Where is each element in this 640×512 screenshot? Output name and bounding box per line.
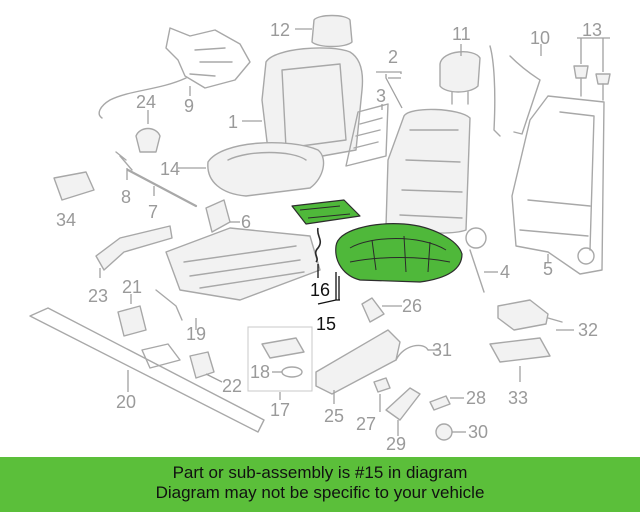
callout-6[interactable]: 6: [241, 212, 251, 232]
callout-1[interactable]: 1: [228, 112, 238, 132]
part-33-module[interactable]: [489, 337, 551, 363]
callout-26[interactable]: 26: [402, 296, 422, 316]
part-15-sensor-mat[interactable]: [291, 199, 361, 225]
part-30-nut[interactable]: [435, 423, 453, 441]
callout-5[interactable]: 5: [543, 259, 553, 279]
part-23-trim[interactable]: [95, 225, 173, 271]
part-2-seat-back-frame[interactable]: [385, 108, 471, 234]
callout-31[interactable]: 31: [432, 340, 452, 360]
callout-10[interactable]: 10: [530, 28, 550, 48]
callout-22[interactable]: 22: [222, 376, 242, 396]
part-5-frame[interactable]: [511, 95, 605, 275]
part-25-side-shield[interactable]: [315, 329, 401, 395]
part-7-bar[interactable]: [126, 168, 198, 208]
callout-7[interactable]: 7: [148, 202, 158, 222]
callout-33[interactable]: 33: [508, 388, 528, 408]
part-16-harness[interactable]: [314, 227, 322, 263]
part-24-clip[interactable]: [135, 127, 161, 153]
callout-17[interactable]: 17: [270, 400, 290, 420]
callout-30[interactable]: 30: [468, 422, 488, 442]
part-12-headrest[interactable]: [311, 14, 353, 48]
part-32-motor[interactable]: [497, 299, 563, 331]
part-13-guides[interactable]: [573, 65, 611, 101]
part-15-cushion-pad[interactable]: [335, 223, 463, 283]
callout-28[interactable]: 28: [466, 388, 486, 408]
callout-21[interactable]: 21: [122, 277, 142, 297]
callout-4[interactable]: 4: [500, 262, 510, 282]
leader-lines: [99, 28, 610, 436]
part-4-lever[interactable]: [465, 227, 487, 293]
callout-18[interactable]: 18: [250, 362, 270, 382]
callout-14[interactable]: 14: [160, 159, 180, 179]
info-banner: Part or sub-assembly is #15 in diagram D…: [0, 457, 640, 512]
part-14-cushion-cover[interactable]: [207, 142, 325, 197]
part-1-seat-back[interactable]: [261, 47, 364, 161]
callout-16[interactable]: 16: [310, 280, 330, 300]
callout-25[interactable]: 25: [324, 406, 344, 426]
part-21-bracket[interactable]: [117, 305, 147, 337]
callout-23[interactable]: 23: [88, 286, 108, 306]
callout-29[interactable]: 29: [386, 434, 406, 454]
part-6-motor[interactable]: [205, 199, 231, 233]
callout-13[interactable]: 13: [582, 20, 602, 40]
part-3-pad[interactable]: [345, 103, 389, 167]
callout-24[interactable]: 24: [136, 92, 156, 112]
callout-34[interactable]: 34: [56, 210, 76, 230]
callout-19[interactable]: 19: [186, 324, 206, 344]
callout-15[interactable]: 15: [316, 314, 336, 334]
seat-exploded-view: 1 2 3 4 5 6 7 8 9 10 11 12 13 14 15 16 1…: [29, 14, 611, 454]
part-26-cover[interactable]: [361, 297, 385, 323]
banner-line-1: Part or sub-assembly is #15 in diagram: [172, 463, 468, 482]
callout-9[interactable]: 9: [184, 96, 194, 116]
part-10-rod[interactable]: [489, 45, 541, 137]
part-34-switch[interactable]: [53, 171, 95, 201]
callout-11[interactable]: 11: [452, 24, 471, 44]
banner-line-2: Diagram may not be specific to your vehi…: [155, 483, 485, 502]
part-19-track-assembly[interactable]: [155, 227, 321, 321]
part-20-rail[interactable]: [29, 307, 265, 433]
callouts: 1 2 3 4 5 6 7 8 9 10 11 12 13 14 15 16 1…: [56, 20, 602, 454]
callout-2[interactable]: 2: [388, 47, 398, 67]
callout-27[interactable]: 27: [356, 414, 376, 434]
callout-32[interactable]: 32: [578, 320, 598, 340]
part-9-harness[interactable]: [98, 27, 251, 119]
callout-12[interactable]: 12: [270, 20, 290, 40]
callout-20[interactable]: 20: [116, 392, 136, 412]
part-27-clip[interactable]: [373, 377, 391, 393]
part-29-switch[interactable]: [385, 387, 421, 421]
part-28-knob[interactable]: [429, 395, 451, 411]
callout-3[interactable]: 3: [376, 86, 386, 106]
part-22-bracket[interactable]: [189, 351, 215, 379]
part-31-spring[interactable]: [395, 344, 429, 361]
callout-8[interactable]: 8: [121, 187, 131, 207]
part-8-bolt[interactable]: [115, 151, 133, 171]
part-11-headrest[interactable]: [439, 51, 481, 105]
